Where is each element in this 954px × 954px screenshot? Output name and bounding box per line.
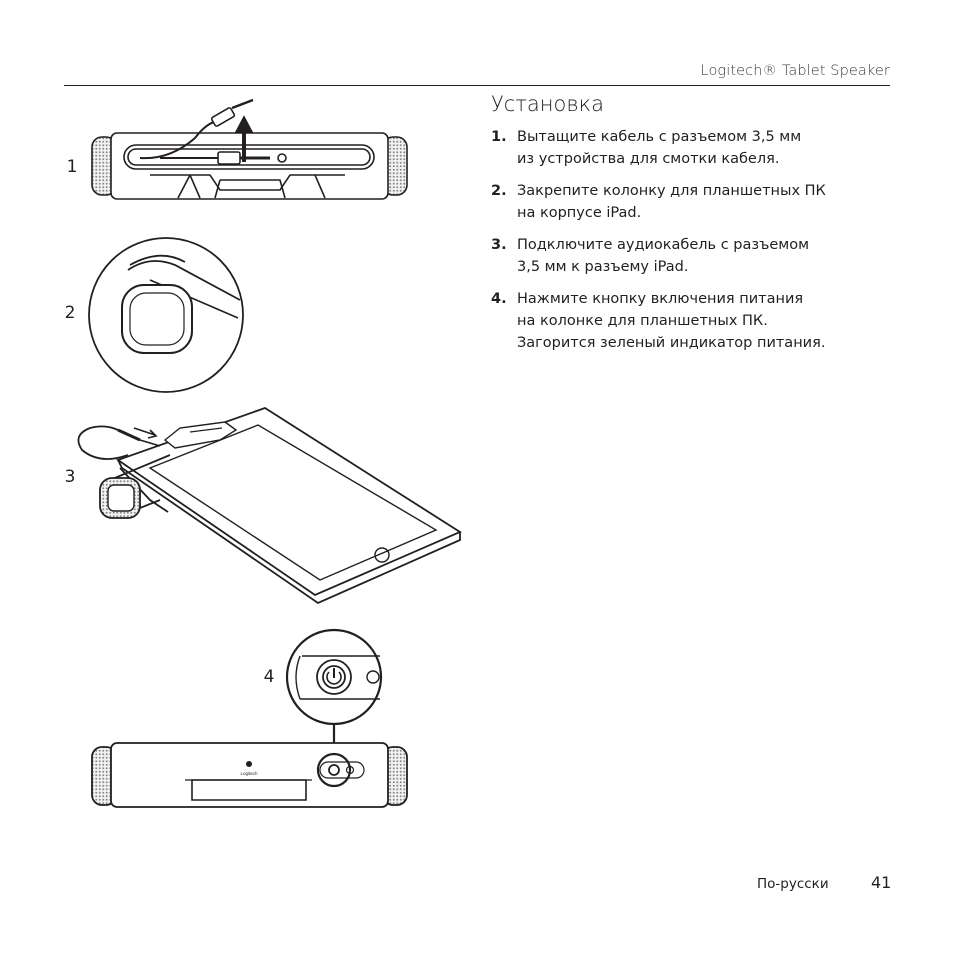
footer-language: По-русски: [757, 876, 829, 892]
figure-4-power: [91, 628, 408, 808]
figure-1-speaker-cable: [91, 98, 408, 200]
steps-list: 1. Вытащите кабель с разъемом 3,5 мм из …: [491, 126, 891, 364]
logitech-logo-text: Logitech: [240, 771, 258, 776]
step-item: 4. Нажмите кнопку включения питания на к…: [491, 288, 891, 354]
step-item: 2. Закрепите колонку для планшетных ПК н…: [491, 180, 891, 224]
step-item: 3. Подключите аудиокабель с разъемом 3,5…: [491, 234, 891, 278]
step-text: Закрепите колонку для планшетных ПК на к…: [517, 183, 826, 221]
step-number: 3.: [491, 237, 507, 253]
header-rule: [64, 85, 890, 86]
step-text: Вытащите кабель с разъемом 3,5 мм из уст…: [517, 129, 802, 167]
speaker2-body: [110, 742, 389, 808]
figure-label-1: 1: [66, 157, 78, 177]
step-text: Подключите аудиокабель с разъемом 3,5 мм…: [517, 237, 810, 275]
section-title: Установка: [491, 92, 604, 116]
figure-3-ipad: [77, 407, 462, 605]
step-number: 1.: [491, 129, 507, 145]
figure-label-3: 3: [64, 467, 76, 487]
step-number: 4.: [491, 291, 507, 307]
step-text: Нажмите кнопку включения питания на коло…: [517, 291, 826, 351]
step-number: 2.: [491, 183, 507, 199]
figure-label-4: 4: [263, 667, 275, 687]
running-header: Logitech® Tablet Speaker: [700, 63, 890, 79]
step-item: 1. Вытащите кабель с разъемом 3,5 мм из …: [491, 126, 891, 170]
figure-label-2: 2: [64, 303, 76, 323]
page-number: 41: [871, 873, 892, 892]
figure-2-detail: [88, 237, 244, 393]
